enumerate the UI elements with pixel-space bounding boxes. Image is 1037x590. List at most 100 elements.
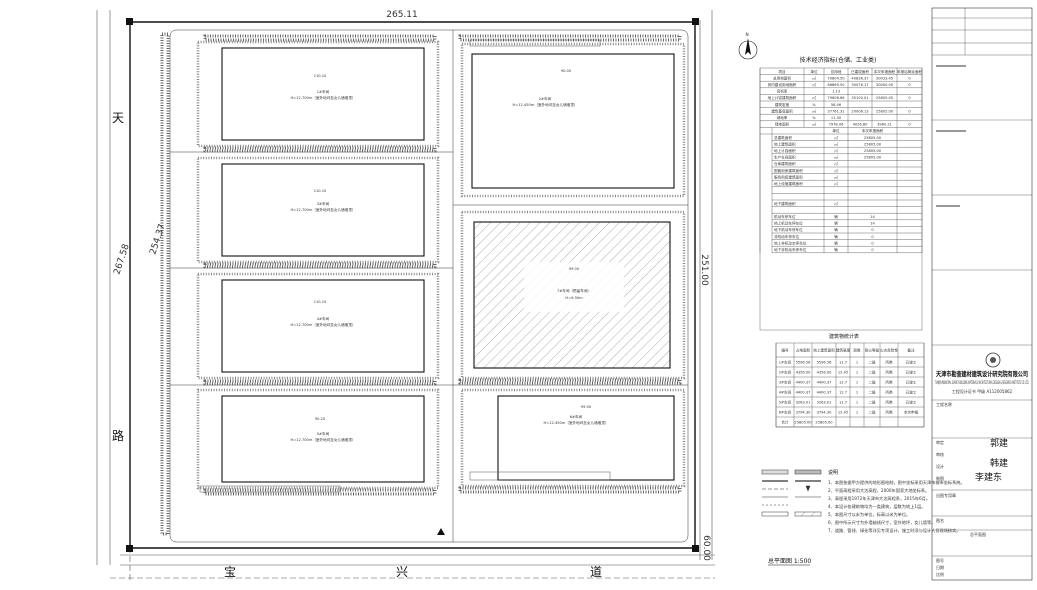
tech-cell: 生产车间面积 bbox=[774, 155, 796, 160]
project-label: 工程名称 bbox=[936, 401, 952, 407]
tech-cell: 非机动车停车位 bbox=[774, 234, 800, 239]
tech-cell: 绿地面积 bbox=[775, 122, 790, 127]
tech-cell: ㎡ bbox=[812, 82, 816, 87]
tech-cell: 地下机动车停车位 bbox=[774, 227, 803, 232]
build-cell: 1 bbox=[856, 360, 858, 364]
tech-cell: 地上机动车停车位 bbox=[774, 221, 803, 226]
building-4-note: H=12.700m（室外地坪至女儿墙墙顶） bbox=[291, 322, 356, 327]
build-cell: 4#车间 bbox=[779, 389, 792, 394]
drawing-name: 总平面图 bbox=[970, 531, 986, 537]
tech-cell: 25805.00 bbox=[876, 96, 894, 100]
building-3-width: 110.10 bbox=[314, 189, 327, 193]
building-2-width: 90.00 bbox=[561, 69, 572, 73]
note-7: 7、道路、管线、绿化等详见专项设计，施工时须与设计人员现场核实。 bbox=[828, 527, 960, 534]
build-cell: 二级 bbox=[868, 379, 876, 384]
tech-cell: 辆 bbox=[834, 240, 838, 245]
road-south-char-1: 宝 bbox=[224, 565, 236, 579]
build-cell: 4400.37 bbox=[796, 390, 811, 394]
build-cell: 二级 bbox=[868, 369, 876, 374]
build-cell: 3263.01 bbox=[817, 400, 832, 404]
tech-cell: 建筑密度 bbox=[775, 102, 790, 107]
tech-cell: 建筑基底面积 bbox=[771, 108, 793, 113]
build-header-cell: 备注 bbox=[907, 348, 915, 353]
scale-label: 总平面图 1:500 bbox=[768, 557, 811, 565]
tech-cell: ㎡ bbox=[834, 135, 838, 140]
tech-cell: ㎡ bbox=[834, 168, 838, 173]
build-cell: 3794.30 bbox=[796, 410, 812, 414]
building-5-note: H=12.700m（室外地坪至女儿墙墙顶） bbox=[291, 437, 356, 442]
building-3-name: 3#车间 bbox=[317, 201, 330, 206]
build-cell: 12.45 bbox=[838, 370, 848, 374]
build-cell: 丙类 bbox=[885, 379, 893, 384]
building-3: 110.10 3#车间 H=12.700m（室外地坪至女儿墙墙顶） bbox=[196, 156, 440, 264]
build-cell: 5596.56 bbox=[796, 360, 812, 364]
compass-label: N bbox=[746, 32, 749, 37]
tech-cell: 0 bbox=[908, 76, 911, 80]
build-header-cell: 地上建筑面积 bbox=[813, 348, 835, 353]
tech-cell: ㎡ bbox=[812, 95, 816, 100]
tech-cell: 0 bbox=[908, 83, 911, 87]
tech-cell: 30076.17 bbox=[851, 83, 868, 87]
tech-cell: 辆 bbox=[834, 221, 838, 226]
build-cell: 25805.00 bbox=[794, 420, 812, 424]
tech-cell: 绿地率 bbox=[777, 115, 788, 120]
tech-cell: ㎡ bbox=[812, 122, 816, 127]
note-3: 3、高程采用1972年天津市大沽高程系，2015年6月。 bbox=[828, 495, 930, 502]
tech-cell: 25805.00 bbox=[864, 136, 882, 140]
building-5: 90.20 5#车间 H=12.700m（室外地坪至女儿墙墙顶） bbox=[196, 388, 440, 490]
tech-cell: 14 bbox=[870, 222, 875, 226]
company-name: 天津市勘查建材建筑设计研究院有限公司 bbox=[936, 369, 1028, 378]
company-logo bbox=[985, 352, 1001, 368]
build-cell: 12.45 bbox=[838, 410, 848, 414]
build-cell: 丙类 bbox=[885, 389, 893, 394]
tech-cell: 地上建筑面积 bbox=[774, 141, 796, 146]
tech-cell: 56.46 bbox=[831, 103, 842, 107]
tech-cell: 25805.00 bbox=[864, 149, 882, 153]
tech-cell: 总建筑面积 bbox=[774, 135, 792, 140]
tech-cell: 辆 bbox=[834, 214, 838, 219]
tech-cell: 11.30 bbox=[831, 116, 842, 120]
building-6-width: 99.90 bbox=[581, 405, 592, 409]
company-name-en: TIANJIN MUNICIPAL SURVEY BUILDING MATERI… bbox=[935, 380, 1029, 385]
tech-cell: ㎡ bbox=[834, 174, 838, 179]
road-south-char-3: 道 bbox=[590, 565, 602, 579]
build-cell: 12.7 bbox=[839, 400, 847, 404]
building-6: 99.90 6#车间 H=12.450m（室外地坪至女儿墙墙顶） bbox=[460, 388, 686, 488]
tech-cell: 地下非机动车停车位 bbox=[774, 247, 807, 252]
note-6: 6、图中所示尺寸为外墙轴线尺寸，室外地坪，女儿墙等。 bbox=[828, 519, 935, 526]
build-header-cell: 层数 bbox=[853, 348, 861, 353]
build-cell: 6#车间 bbox=[779, 409, 792, 414]
building-1-width: 110.10 bbox=[314, 74, 327, 78]
build-cell: 本次申报 bbox=[904, 409, 919, 414]
tech-cell: ㎡ bbox=[812, 108, 816, 113]
tech-cell: 仓库建筑面积 bbox=[774, 161, 796, 166]
date-label: 日期 bbox=[936, 564, 944, 570]
tech-cell: 辆 bbox=[834, 234, 838, 239]
building-4-name: 4#车间 bbox=[317, 316, 330, 321]
draw-label: 制图 bbox=[936, 475, 944, 481]
building-1-note: H=12.700m（室外地坪至女儿墙墙顶） bbox=[291, 95, 356, 100]
signature-3: 李建东 bbox=[975, 471, 1002, 483]
build-cell: 1 bbox=[856, 400, 858, 404]
build-cell: 已竣工 bbox=[906, 399, 917, 404]
tech-table-title: 技术经济指标(仓储、工业类) bbox=[800, 56, 877, 64]
tech-cell: 总用地面积 bbox=[773, 75, 791, 80]
tech-cell: 79606.66 bbox=[827, 96, 845, 100]
dim-right: 251.00 bbox=[699, 254, 709, 286]
tech-cell: 66869.50 bbox=[827, 83, 845, 87]
tech-cell: 地上计容面积 bbox=[774, 148, 796, 153]
internal-roads bbox=[169, 29, 689, 543]
tech-cell: 0 bbox=[908, 96, 911, 100]
building-stats-table: 建筑物统计表 编号占地面积地上建筑面积建筑高度层数耐火等级火灾危险性备注1#车间… bbox=[775, 333, 925, 428]
notes-block: 说明 1、本图依据甲方提供的地形图绘制，图中坐标采用天津市城市坐标系统。 2、平… bbox=[828, 469, 965, 534]
build-cell: 4356.00 bbox=[796, 370, 812, 374]
tech-cell: ㎡ bbox=[834, 161, 838, 166]
parking-rows bbox=[199, 39, 611, 493]
build-cell: 12.7 bbox=[839, 360, 847, 364]
road-west-char-2: 路 bbox=[112, 428, 124, 443]
tech-cell: 0 bbox=[908, 109, 911, 113]
sheet-label: 图号 bbox=[936, 557, 944, 563]
tech-cell: 地上计容建筑面积 bbox=[768, 95, 797, 100]
note-5: 5、本图尺寸以米为单位，标高以米为单位。 bbox=[828, 511, 910, 518]
